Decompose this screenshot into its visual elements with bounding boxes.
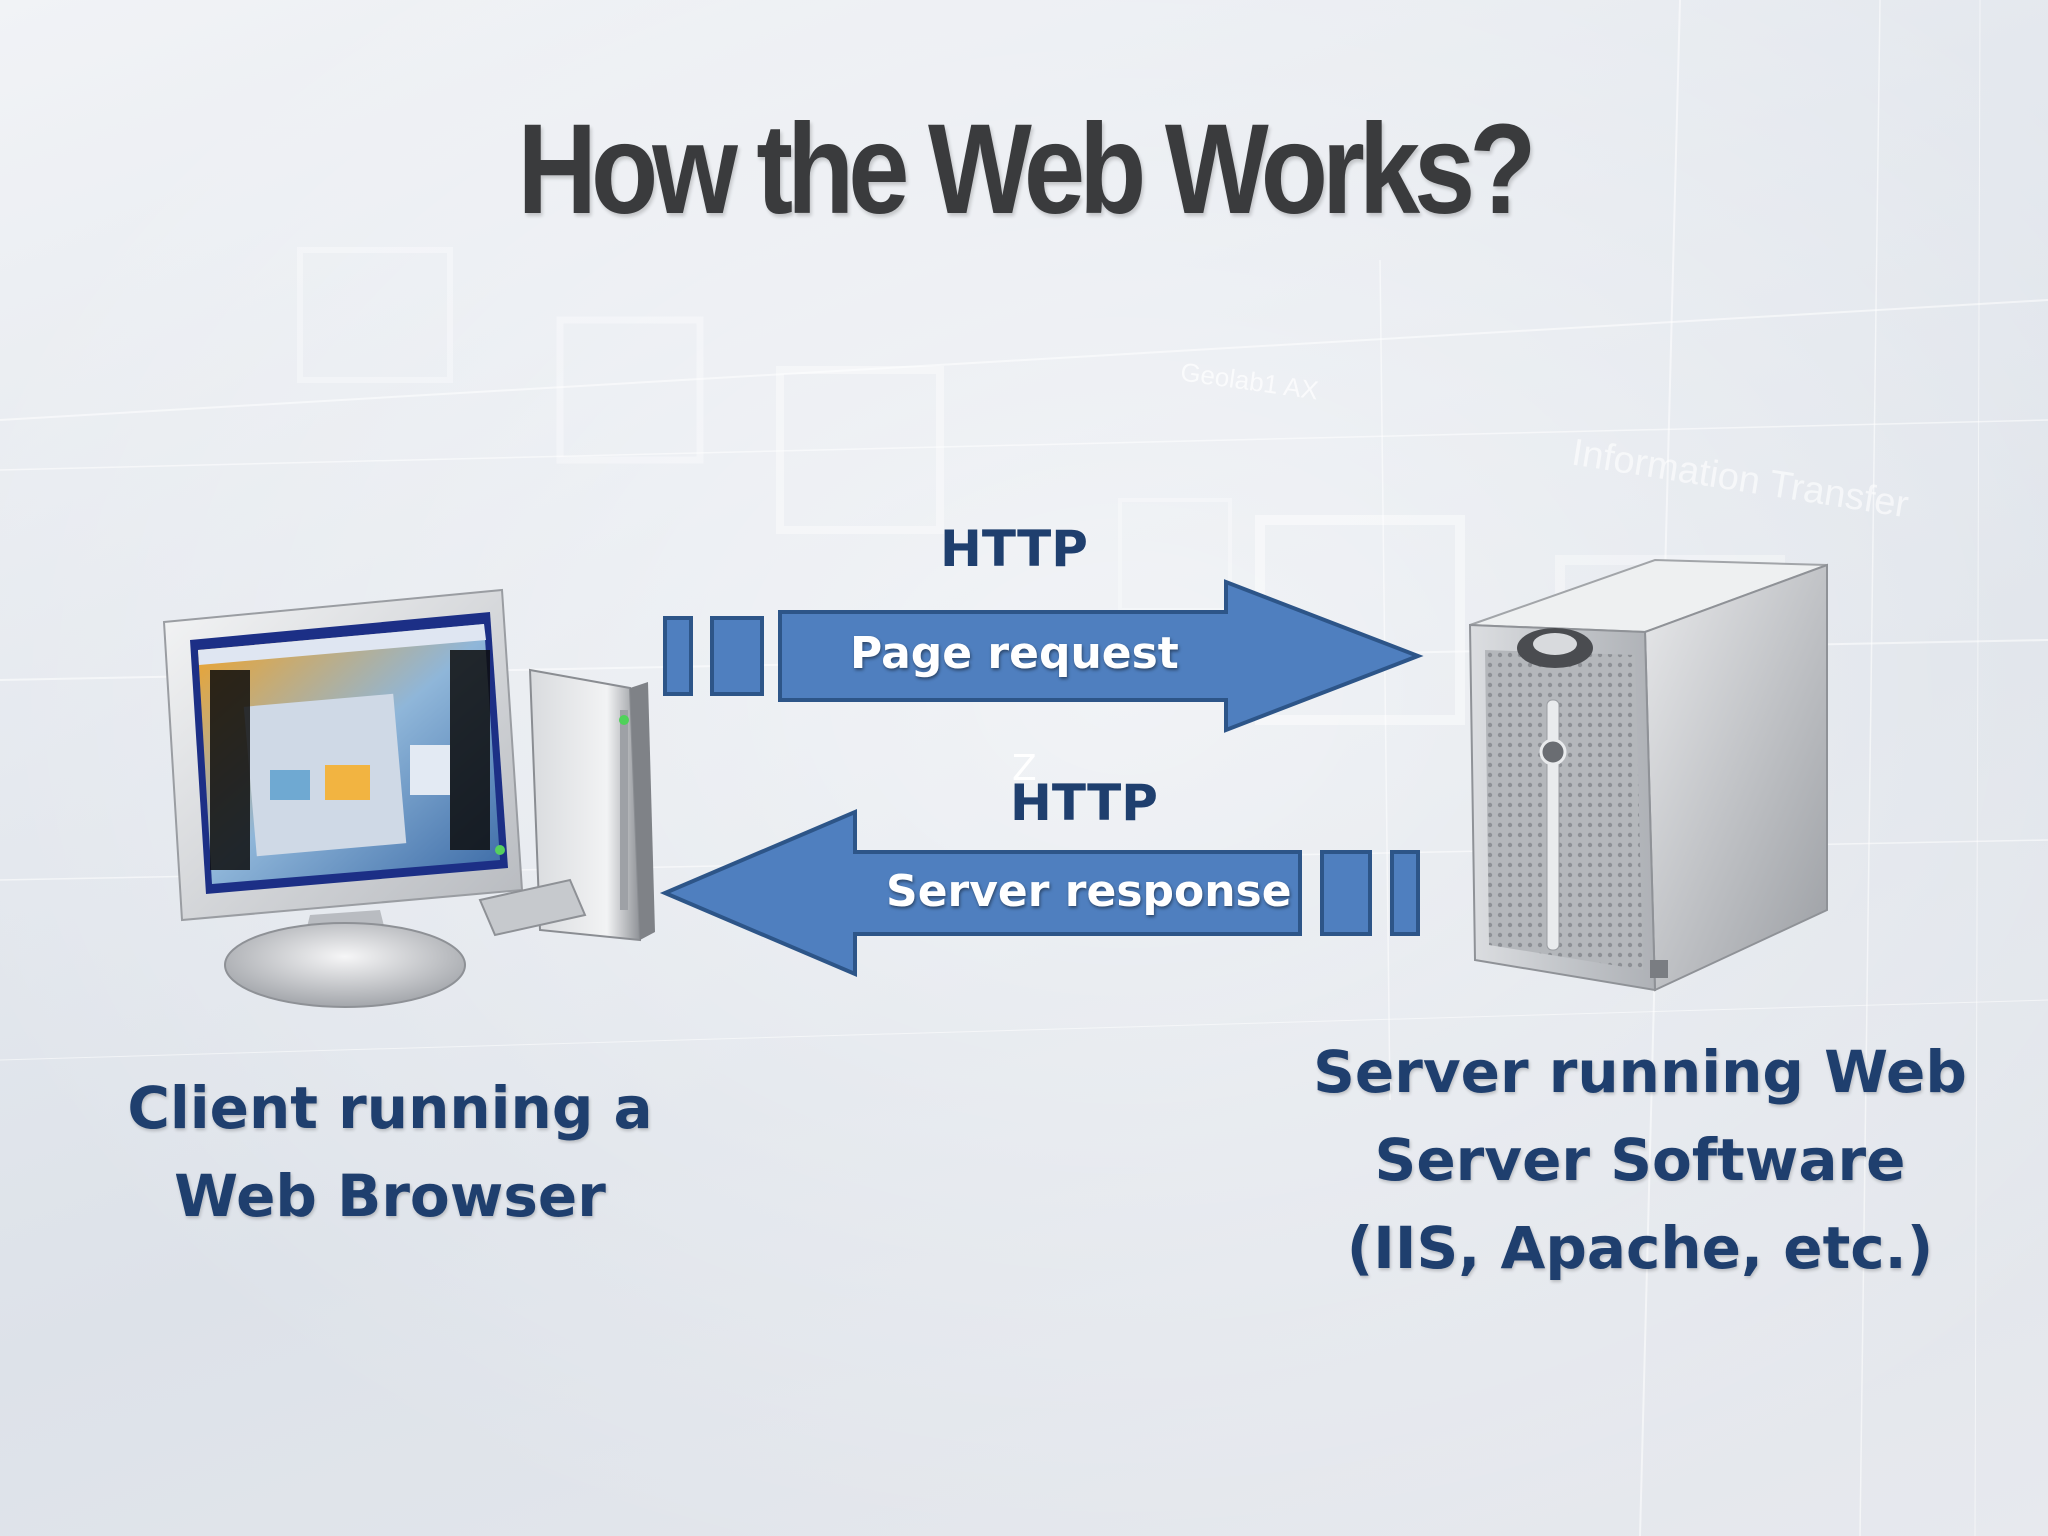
stray-character: Z <box>1012 748 1037 789</box>
client-caption: Client running a Web Browser <box>100 1064 680 1240</box>
server-response-label: Server response <box>886 866 1292 917</box>
request-dash-2 <box>710 616 764 696</box>
http-flow-arrows <box>659 579 1424 978</box>
page-request-arrow <box>778 579 1424 733</box>
client-caption-line-2: Web Browser <box>174 1162 606 1230</box>
client-caption-line-1: Client running a <box>127 1074 653 1142</box>
desktop-computer-icon <box>162 588 655 1008</box>
response-dash-2 <box>1390 850 1420 936</box>
server-response-arrow <box>659 808 1302 978</box>
server-tower-icon <box>1468 558 1828 992</box>
server-caption-line-1: Server running Web <box>1313 1038 1967 1106</box>
response-dash-1 <box>1320 850 1372 936</box>
server-caption-line-3: (IIS, Apache, etc.) <box>1346 1214 1934 1282</box>
server-caption: Server running Web Server Software (IIS,… <box>1290 1028 1990 1292</box>
request-dash-1 <box>663 616 693 696</box>
server-caption-line-2: Server Software <box>1374 1126 1906 1194</box>
response-protocol-label: HTTP <box>1010 774 1158 832</box>
page-request-label: Page request <box>850 628 1179 679</box>
slide-title: How the Web Works? <box>517 98 1537 241</box>
request-protocol-label: HTTP <box>940 520 1088 578</box>
